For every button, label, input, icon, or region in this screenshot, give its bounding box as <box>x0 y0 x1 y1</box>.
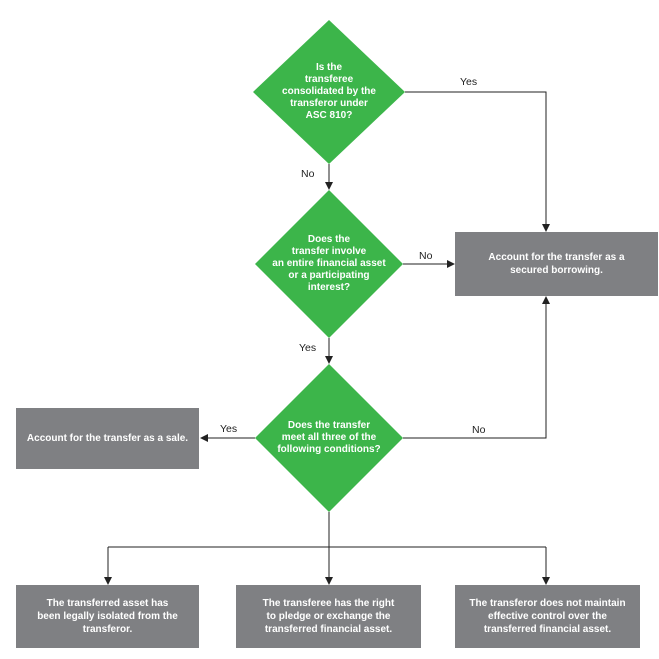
arrow-q1-yes <box>405 91 550 232</box>
decision-1-text: Is the transferee consolidated by the tr… <box>282 62 376 121</box>
decision-2-text: Does the transfer involve an entire fina… <box>272 234 386 293</box>
condition-box-1: The transferred asset has been legally i… <box>16 585 199 648</box>
decision-diamond-3 <box>255 364 403 512</box>
decision-diamond-2 <box>255 190 403 338</box>
label-q2-yes: Yes <box>299 342 317 354</box>
label-q3-yes: Yes <box>220 423 238 435</box>
label-q1-yes: Yes <box>460 76 478 88</box>
label-q2-no: No <box>419 250 433 262</box>
outcome-sale: Account for the transfer as a sale. <box>16 408 199 469</box>
decision-diamond-1 <box>253 20 405 164</box>
label-q3-no: No <box>472 424 486 436</box>
condition-box-3: The transferor does not maintain effecti… <box>455 585 640 648</box>
decision-3-text: Does the transfer meet all three of the … <box>277 420 381 455</box>
label-q1-no: No <box>301 168 315 180</box>
arrow-q3-no <box>403 296 550 439</box>
outcome-secured-borrowing: Account for the transfer as a secured bo… <box>455 232 658 296</box>
condition-box-2: The transferee has the right to pledge o… <box>236 585 421 648</box>
